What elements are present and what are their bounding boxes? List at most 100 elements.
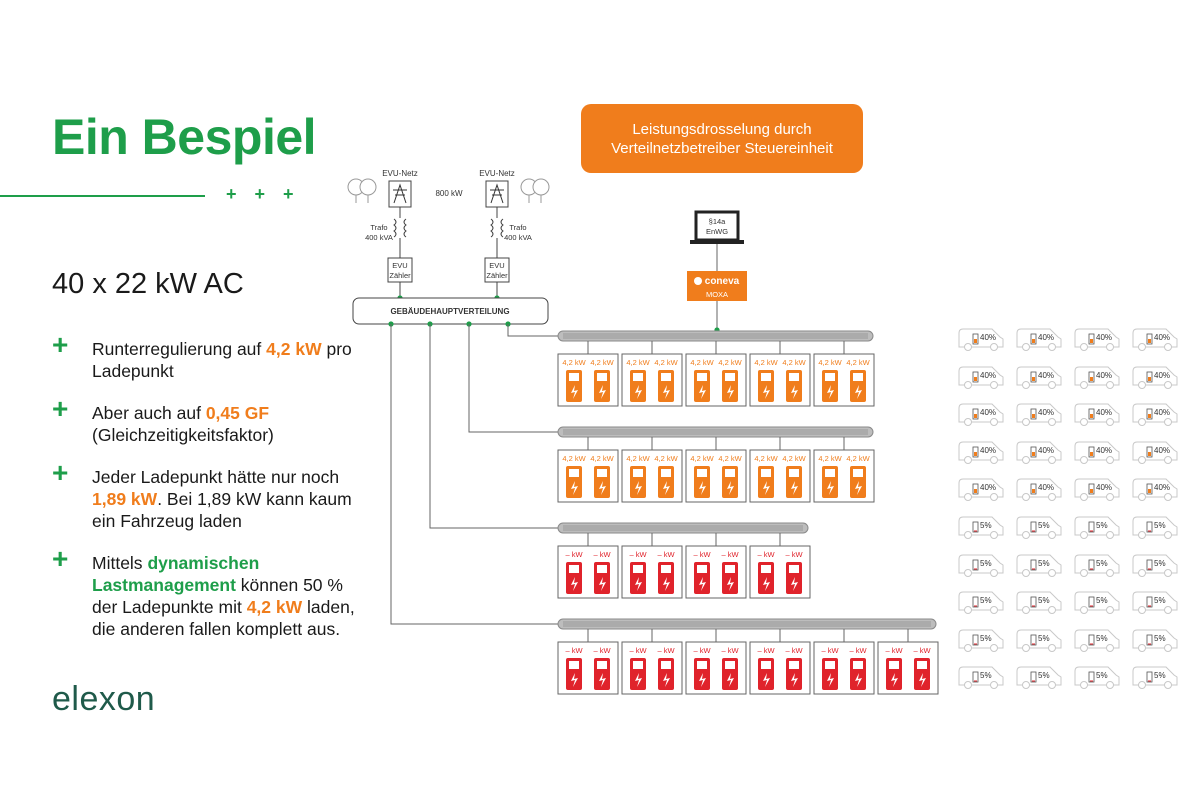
charge-level: 5% [1154,633,1166,643]
bullet-text: 4,2 kW [266,339,322,359]
charge-power-label: 4,2 kW [690,358,714,367]
charge-power-label: – kW [721,550,739,559]
charge-level: 5% [1038,521,1050,530]
bolt-icon [571,577,578,591]
vehicle-icon: 40% [1014,400,1066,428]
transformer-icon [393,218,407,238]
charge-power-label: – kW [593,550,611,559]
charge-level: 5% [1038,558,1050,568]
charger-icon [661,469,671,477]
charge-level: 40% [1038,408,1055,418]
elexon-logo: elexon [52,680,156,718]
bullet-text: Mittels [92,553,148,573]
page-title: Ein Bespiel [52,109,317,165]
bolt-icon [827,673,834,687]
charge-level: 40% [980,483,997,493]
laptop-label: EnWG [706,227,728,236]
vehicle-icon: 40% [1072,363,1124,391]
vehicle-icon: 5% [1130,513,1182,541]
charger-icon [597,469,607,477]
charge-power-label: 4,2 kW [782,454,806,463]
bolt-icon [635,385,642,399]
bolt-icon [891,673,898,687]
vehicle-icon: 40% [1072,475,1124,503]
charger-icon [697,373,707,381]
charger-icon [725,469,735,477]
vehicle-icon: 5% [956,663,1008,691]
plus-icon: + [283,184,294,204]
charge-power-label: 4,2 kW [818,454,842,463]
badge-line-1: Leistungsdrosselung durch [632,120,812,138]
bolt-icon [571,481,578,495]
charge-power-label: 4,2 kW [626,454,650,463]
bolt-icon [855,673,862,687]
bolt-icon [699,481,706,495]
bullet-text: pro Ladepunkt [92,339,352,381]
vehicle-icon: 40% [1014,363,1066,391]
charge-power-label: 4,2 kW [754,454,778,463]
vehicle-icon: 40% [1014,475,1066,503]
charge-level: 40% [980,445,997,455]
bolt-icon [763,385,770,399]
grid-power: 800 kW [435,189,463,198]
charge-level: 40% [1154,445,1171,455]
badge-line-2: Verteilnetzbetreiber Steuereinheit [611,139,833,157]
main-distribution-box [352,297,549,325]
bullet-text: 1,89 kW [92,489,158,509]
charge-power-label: 4,2 kW [590,358,614,367]
charge-power-label: – kW [785,646,803,655]
bolt-icon [599,673,606,687]
charger-icon [597,565,607,573]
charger-icon [569,373,579,381]
charge-level: 5% [1154,596,1166,606]
bolt-icon [763,577,770,591]
charge-power-label: – kW [721,646,739,655]
bolt-icon [699,673,706,687]
charge-level: 40% [1096,370,1113,380]
bullet-item: +Jeder Ladepunkt hätte nur noch 1,89 kW.… [52,459,372,532]
vehicle-icon: 40% [1130,438,1182,466]
bolt-icon [699,577,706,591]
charge-power-label: – kW [593,646,611,655]
charge-power-label: 4,2 kW [654,454,678,463]
charger-icon [725,661,735,669]
bullet-text: können 50 % der Ladepunkte mit [92,575,343,617]
charger-icon [597,661,607,669]
charge-level: 5% [1096,558,1108,568]
meter-label: Zähler [389,271,411,280]
bolt-icon [727,673,734,687]
charge-power-label: – kW [565,550,583,559]
feeder-line [429,324,561,529]
vehicle-icon: 5% [1072,551,1124,579]
vehicle-icon: 5% [1130,588,1182,616]
bullet-item: +Runterregulierung auf 4,2 kW pro Ladepu… [52,331,372,382]
laptop-label: §14a [709,217,727,226]
bolt-icon [663,673,670,687]
trafo-rating: 400 kVA [504,233,532,242]
charge-level: 40% [1038,370,1055,380]
charge-level: 40% [1096,445,1113,455]
charge-level: 40% [1038,445,1055,455]
controller-brand: coneva [705,276,740,287]
charger-icon [825,373,835,381]
vehicle-icon: 5% [1072,626,1124,654]
charger-icon [789,565,799,573]
bolt-icon [599,577,606,591]
transformer-icon [490,218,504,238]
charger-icon [761,661,771,669]
bolt-icon [599,481,606,495]
pylon-icon [393,183,407,204]
charge-level: 40% [1038,483,1055,493]
bolt-icon [791,385,798,399]
vehicle-icon: 5% [1014,513,1066,541]
charge-level: 40% [980,408,997,418]
charge-power-label: – kW [785,550,803,559]
charge-level: 5% [980,521,992,530]
charger-icon [661,565,671,573]
charge-level: 5% [1154,558,1166,568]
charger-icon [725,373,735,381]
bullet-text: 0,45 GF [205,403,270,423]
charge-power-label: – kW [821,646,839,655]
bolt-icon [663,385,670,399]
charger-icon [697,661,707,669]
